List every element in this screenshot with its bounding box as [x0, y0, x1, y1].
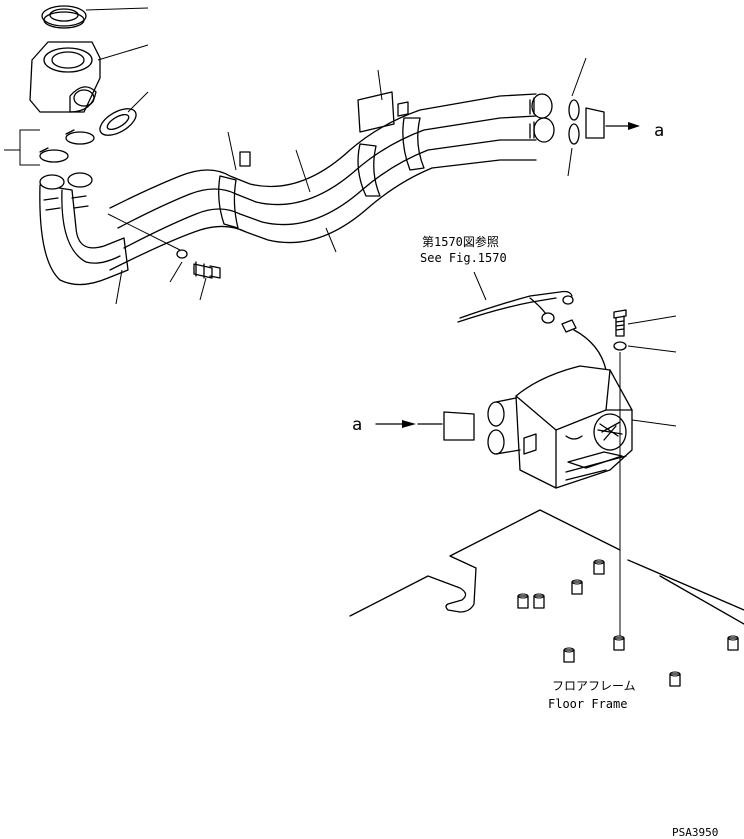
- heater-unit-part: [515, 365, 633, 489]
- main-duct-part: [109, 93, 537, 271]
- stud-part: [517, 559, 739, 687]
- label-a-top: a: [654, 121, 664, 141]
- duct-strap-part: [218, 91, 425, 229]
- ring-part: [99, 108, 137, 136]
- duct-end-part: [529, 93, 605, 145]
- outlet-housing-part: [29, 41, 101, 113]
- inlet-pipe-part: [443, 397, 521, 455]
- wire-harness-part: [457, 290, 607, 371]
- drawing-code: PSA3950: [672, 826, 718, 839]
- grommet-part: [41, 5, 87, 29]
- elbow-duct-part: [39, 172, 129, 286]
- label-a-left: a: [352, 415, 362, 435]
- floor-frame-label-en: Floor Frame: [548, 697, 627, 711]
- bolt-part-right: [613, 309, 627, 351]
- reference-note-jp: 第1570図参照: [422, 234, 499, 249]
- reference-note-en: See Fig.1570: [420, 251, 507, 265]
- floor-frame-label-jp: フロアフレーム: [552, 679, 636, 693]
- arrow-to-a: [605, 122, 640, 130]
- floor-frame-part: [349, 509, 744, 687]
- hose-clamp-part: [39, 129, 95, 163]
- arrow-from-a: [375, 420, 443, 428]
- bolt-part: [176, 249, 221, 279]
